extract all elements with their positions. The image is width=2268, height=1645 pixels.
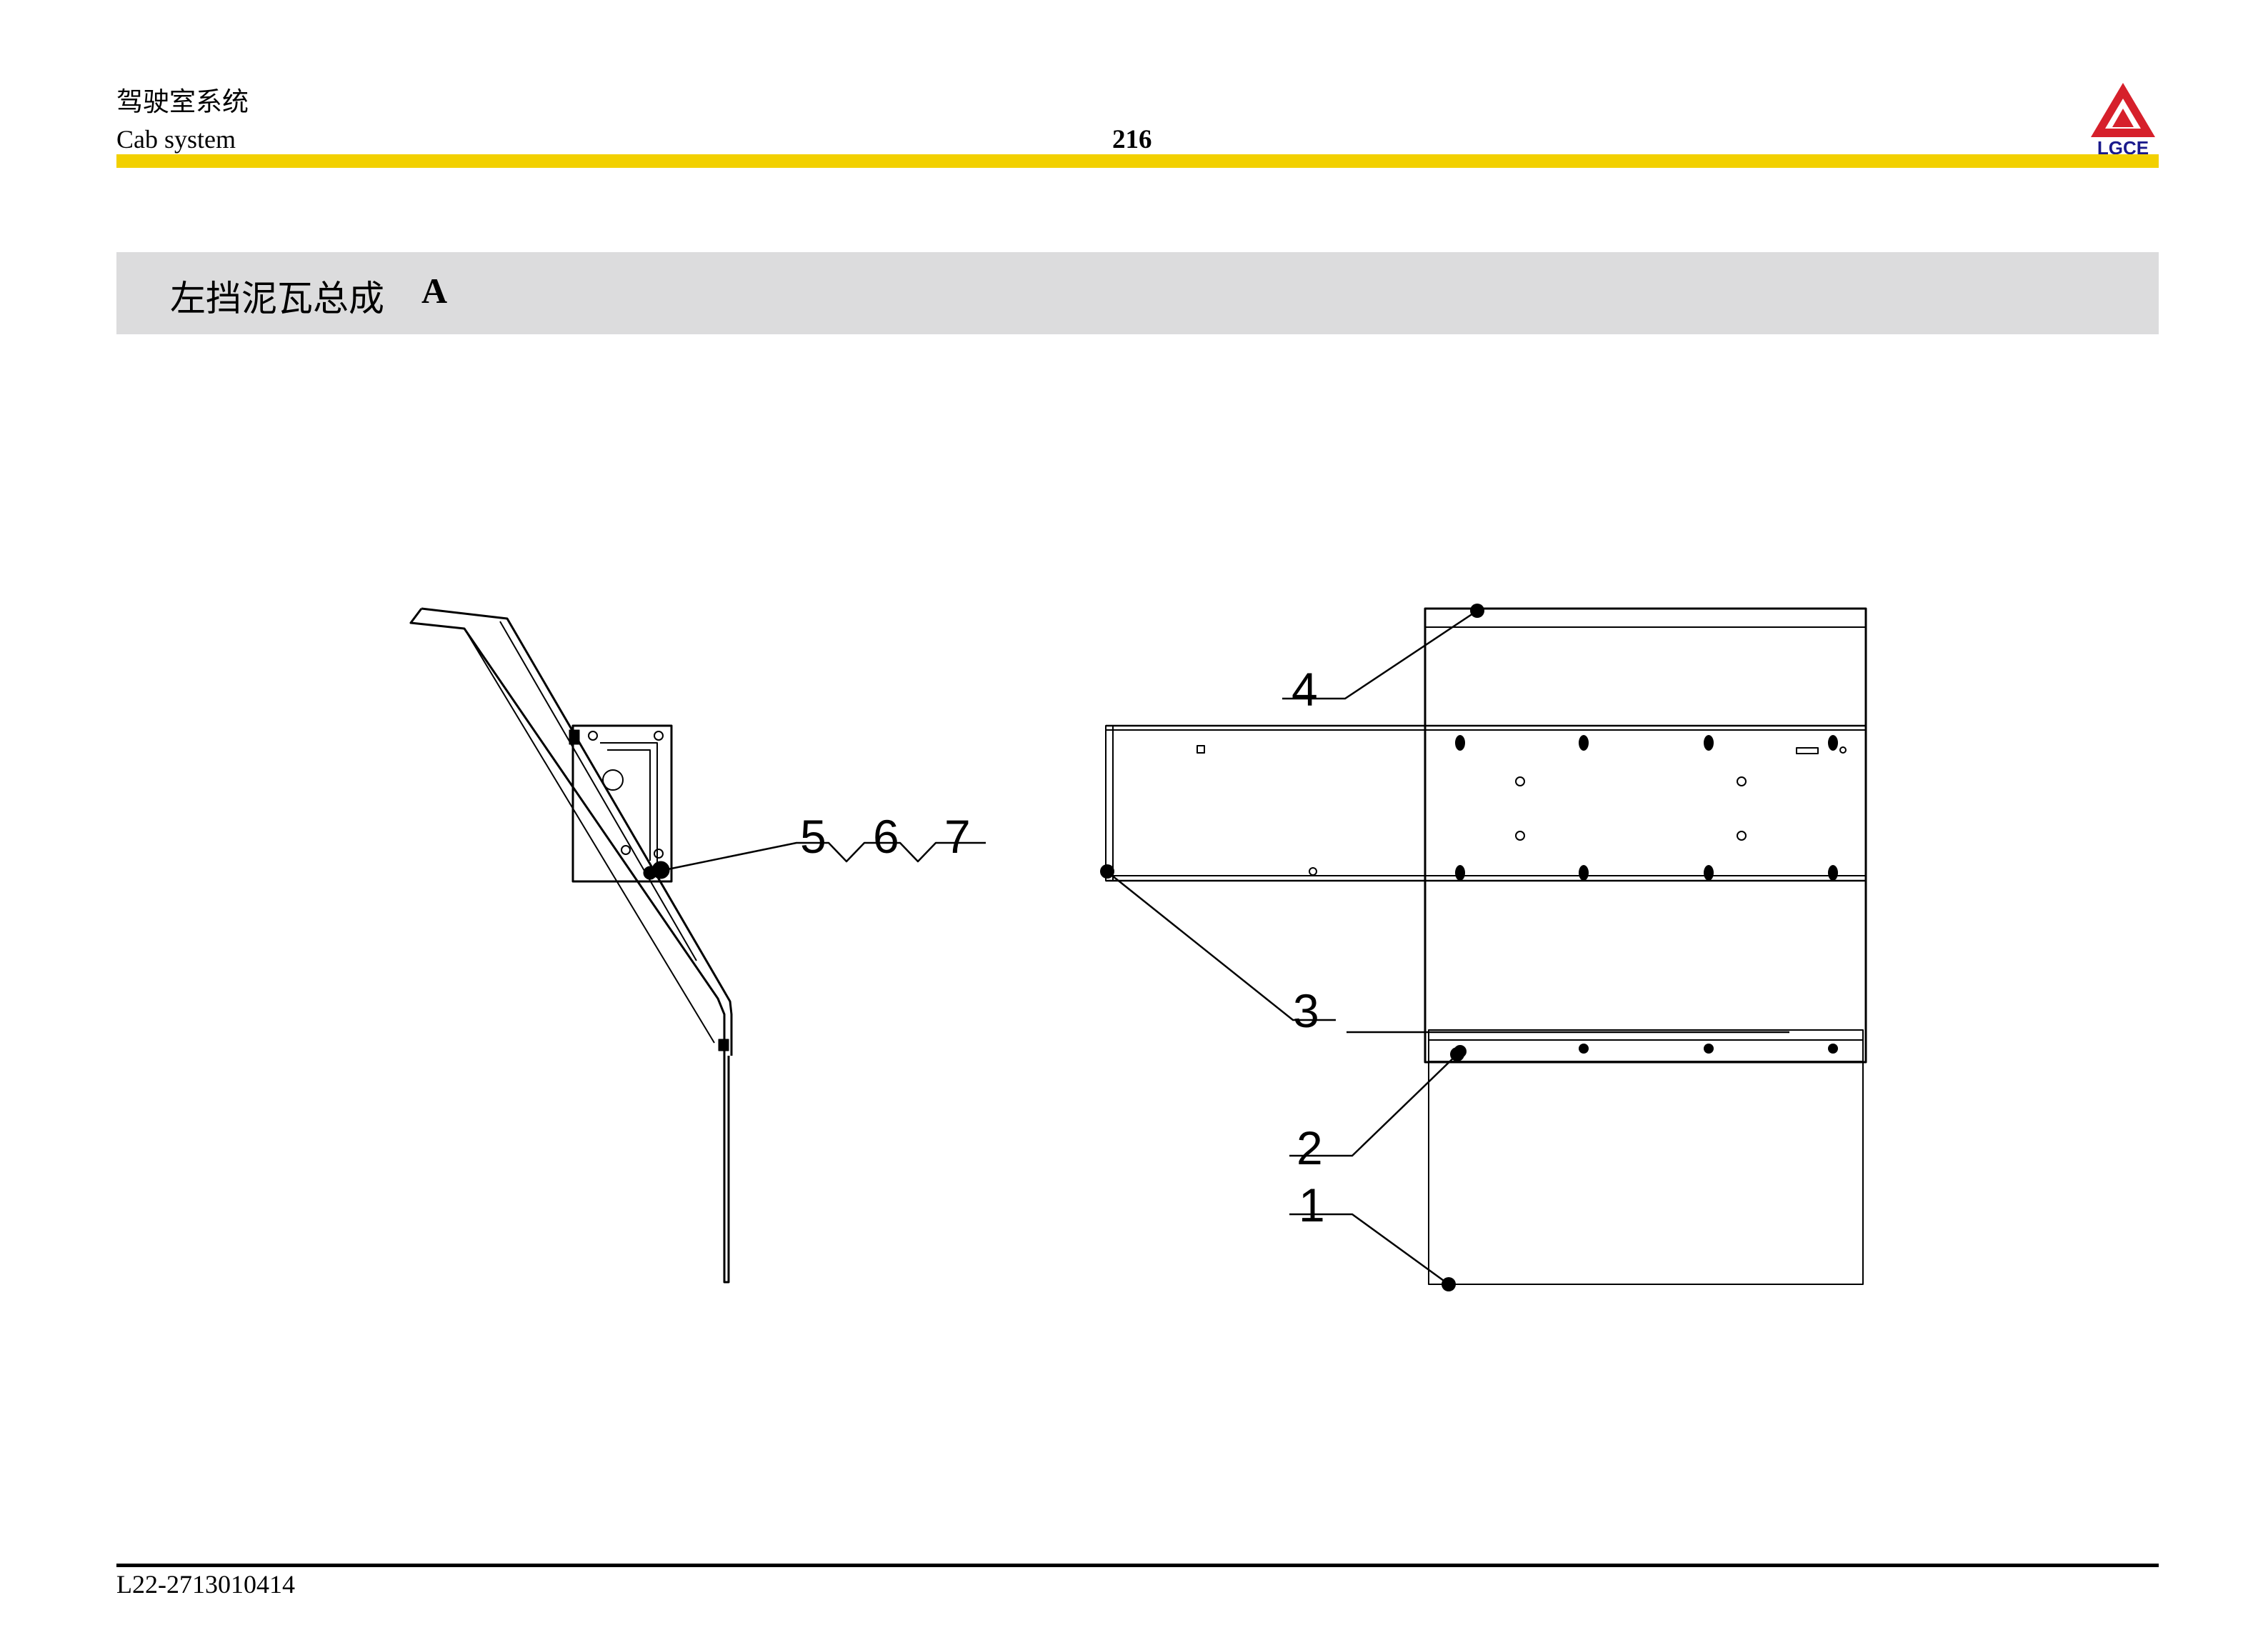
leader-dots <box>1100 604 1484 1291</box>
header-system-english: Cab system <box>116 125 236 154</box>
side-view <box>409 607 733 1284</box>
footer-part-code: L22-2713010414 <box>116 1570 295 1599</box>
section-title: 左挡泥瓦总成 <box>170 278 384 319</box>
callout-7: 7 <box>944 810 971 863</box>
callout-1: 1 <box>1299 1179 1325 1231</box>
callout-5: 5 <box>800 810 826 863</box>
section-letter: A <box>421 271 448 311</box>
front-view <box>1105 607 1867 1285</box>
lgce-logo-icon: LGCE <box>2085 83 2161 159</box>
footer-rule <box>116 1564 2159 1567</box>
header-system-chinese: 驾驶室系统 <box>116 86 249 117</box>
header-accent-bar <box>116 154 2159 168</box>
callout-3: 3 <box>1293 984 1319 1037</box>
callout-4: 4 <box>1292 663 1318 716</box>
section-title-band <box>116 252 2159 334</box>
callout-6: 6 <box>873 810 899 863</box>
callout-2: 2 <box>1297 1121 1323 1174</box>
page-number: 216 <box>1112 125 1152 154</box>
leader-5-6-7 <box>664 841 986 871</box>
leaders-1-4 <box>1108 609 1789 1286</box>
bracket-bolts <box>1454 735 1838 1058</box>
